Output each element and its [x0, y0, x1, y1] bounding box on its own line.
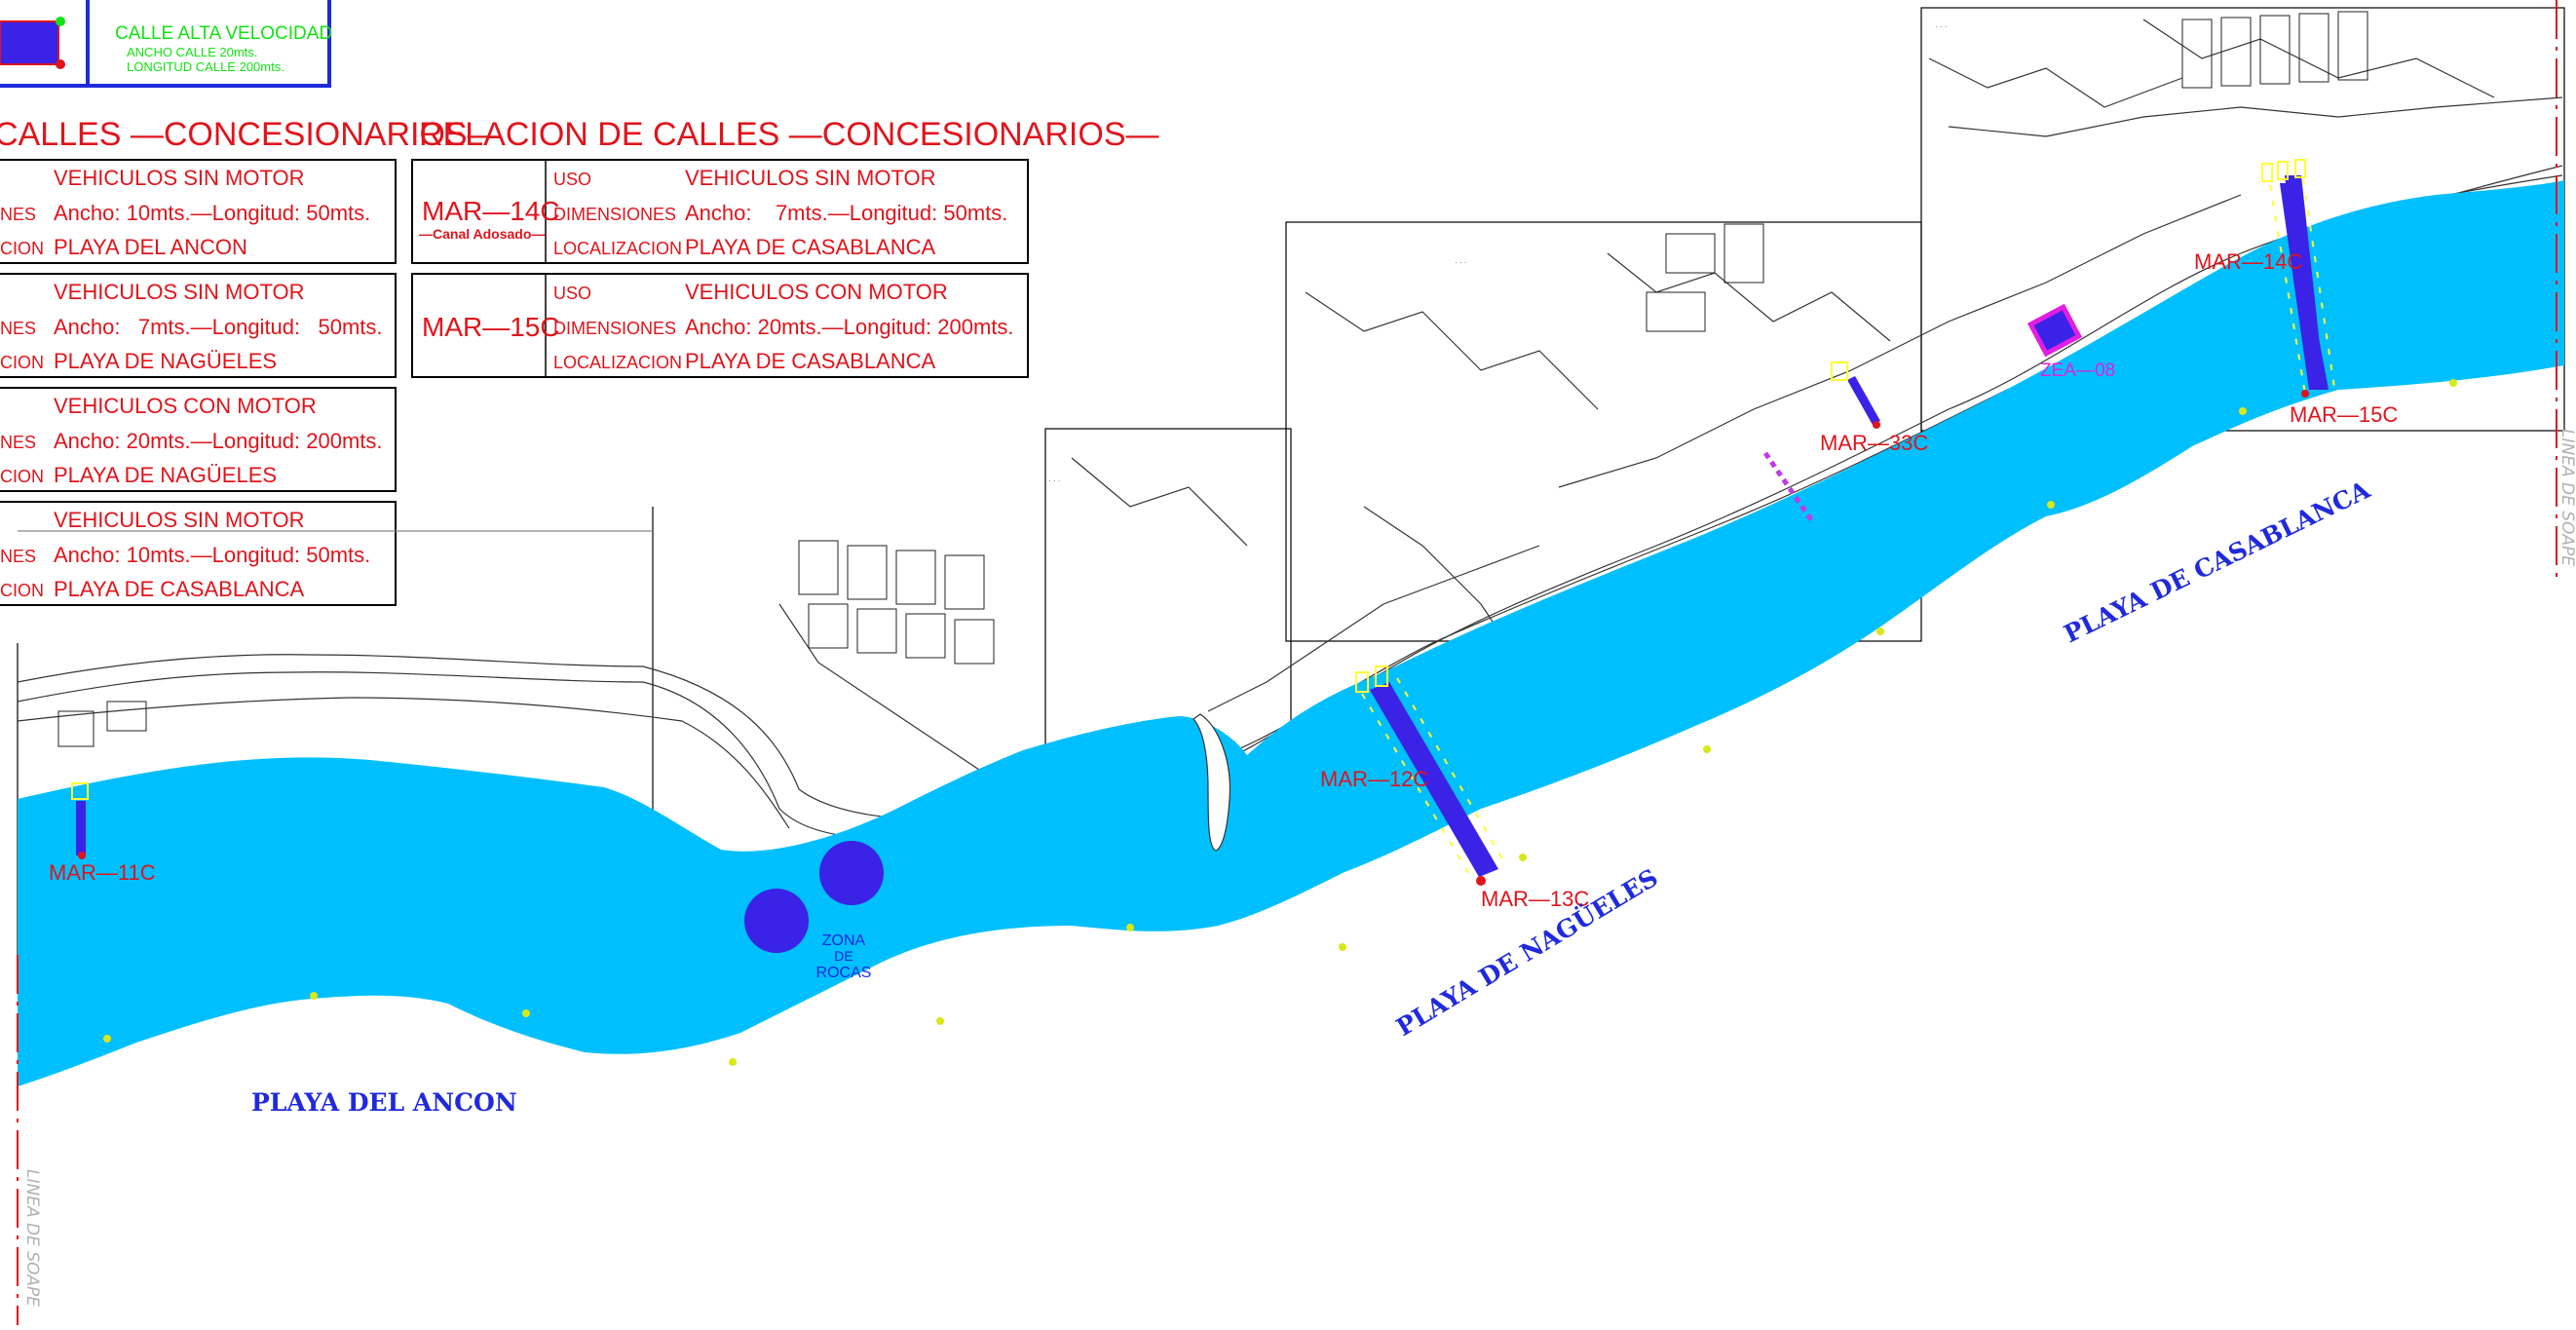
- right-row1-code: MAR—14C: [422, 196, 560, 226]
- jetty: [1193, 713, 1231, 852]
- urban-blocks: [57, 11, 2368, 747]
- sheet-caption-3: · · ·: [1935, 22, 1947, 31]
- header-right: RELACION DE CALLES —CONCESIONARIOS—: [419, 116, 1159, 153]
- magenta-buoy-line: [1762, 451, 1815, 523]
- left-row4-loc: PLAYA DE CASABLANCA: [54, 577, 305, 601]
- left-row1-uso: VEHICULOS SIN MOTOR: [54, 166, 305, 190]
- sea-area: [18, 180, 2564, 1086]
- label-mar-14c: MAR—14C: [2194, 249, 2302, 274]
- left-row1-loc: PLAYA DEL ANCON: [54, 235, 247, 259]
- coastline-contours: [17, 19, 2563, 839]
- left-row3-loc-label: CION: [0, 467, 44, 486]
- right-row2-dim-label: DIMENSIONES: [553, 319, 676, 338]
- left-row2-uso: VEHICULOS SIN MOTOR: [54, 280, 305, 304]
- right-row1-loc: PLAYA DE CASABLANCA: [685, 235, 936, 259]
- left-row4-dim-label: NES: [0, 547, 36, 566]
- left-row4-dim: Ancho: 10mts.—Longitud: 50mts.: [54, 543, 370, 567]
- right-row1-uso: VEHICULOS SIN MOTOR: [685, 166, 936, 190]
- right-row2-dim: Ancho: 20mts.—Longitud: 200mts.: [685, 315, 1014, 339]
- left-row4-loc-label: CION: [0, 581, 44, 600]
- channel-mar-14c-15c: [2261, 159, 2335, 398]
- zea-08-zone: [2027, 303, 2083, 358]
- left-row2-loc: PLAYA DE NAGÜELES: [54, 349, 277, 373]
- rock-zone-label-1: ZONA: [822, 932, 866, 949]
- beach-label-casablanca: PLAYA DE CASABLANCA: [2060, 475, 2375, 649]
- right-row1-uso-label: USO: [553, 170, 591, 189]
- left-row3-uso: VEHICULOS CON MOTOR: [54, 394, 317, 418]
- left-row1-dim-label: NES: [0, 205, 36, 224]
- left-row1-dim: Ancho: 10mts.—Longitud: 50mts.: [54, 201, 370, 225]
- buoy-markers: [103, 379, 2457, 1066]
- beach-label-ancon: PLAYA DEL ANCON: [251, 1088, 517, 1117]
- left-row2-loc-label: CION: [0, 353, 44, 372]
- legend-box: CALLE ALTA VELOCIDAD ANCHO CALLE 20mts. …: [0, 0, 332, 88]
- channel-mar-33c: [1831, 361, 1880, 429]
- left-concession-table: VEHICULOS SIN MOTOR NES Ancho: 10mts.—Lo…: [0, 159, 397, 606]
- right-row2-loc: PLAYA DE CASABLANCA: [685, 349, 936, 373]
- label-mar-13c: MAR—13C: [1481, 887, 1589, 911]
- channel-mar-12c-13c: [1355, 665, 1507, 886]
- right-row2-loc-label: LOCALIZACION: [553, 353, 682, 372]
- left-row2-dim: Ancho: 7mts.—Longitud: 50mts.: [54, 315, 383, 339]
- legend-line1: ANCHO CALLE 20mts.: [127, 45, 257, 59]
- label-mar-15c: MAR—15C: [2290, 402, 2398, 427]
- rock-zone-label-2: DE: [834, 948, 852, 964]
- label-mar-33c: MAR—33C: [1820, 431, 1928, 455]
- rock-zone-2: [744, 889, 809, 953]
- sheet-caption-1: · · ·: [1048, 476, 1060, 485]
- right-row1-dim-label: DIMENSIONES: [553, 205, 676, 224]
- soape-label-left: LINEA DE SOAPE: [22, 1169, 42, 1307]
- right-row1-note: —Canal Adosado—: [419, 226, 545, 242]
- left-row4-uso: VEHICULOS SIN MOTOR: [54, 508, 305, 532]
- header-left: CALLES —CONCESIONARIOS—: [0, 116, 501, 153]
- label-mar-12c: MAR—12C: [1320, 767, 1428, 791]
- left-row2-dim-label: NES: [0, 319, 36, 338]
- left-row3-dim: Ancho: 20mts.—Longitud: 200mts.: [54, 429, 383, 453]
- right-row1-loc-label: LOCALIZACION: [553, 239, 682, 258]
- left-row3-dim-label: NES: [0, 433, 36, 452]
- sheet-caption-2: · · ·: [1455, 258, 1466, 267]
- legend-swatch: [0, 20, 59, 65]
- legend-line2: LONGITUD CALLE 200mts.: [127, 59, 284, 74]
- soape-label-right: LINEA DE SOAPE: [2557, 429, 2576, 566]
- left-row3-loc: PLAYA DE NAGÜELES: [54, 463, 277, 487]
- right-concession-table: MAR—14C —Canal Adosado— USO DIMENSIONES …: [411, 159, 1029, 378]
- right-row2-uso-label: USO: [553, 284, 591, 303]
- right-row1-dim: Ancho: 7mts.—Longitud: 50mts.: [685, 201, 1007, 225]
- right-row2-uso: VEHICULOS CON MOTOR: [685, 280, 948, 304]
- channel-mar-11c: [71, 782, 89, 859]
- legend-title: CALLE ALTA VELOCIDAD: [115, 23, 332, 44]
- label-mar-11c: MAR—11C: [49, 860, 156, 885]
- right-row2-code: MAR—15C: [422, 312, 560, 342]
- rock-zone-label-3: ROCAS: [816, 965, 872, 981]
- left-row1-loc-label: CION: [0, 239, 44, 258]
- label-zea-08: ZEA—08: [2040, 361, 2115, 381]
- rock-zone-1: [819, 841, 884, 905]
